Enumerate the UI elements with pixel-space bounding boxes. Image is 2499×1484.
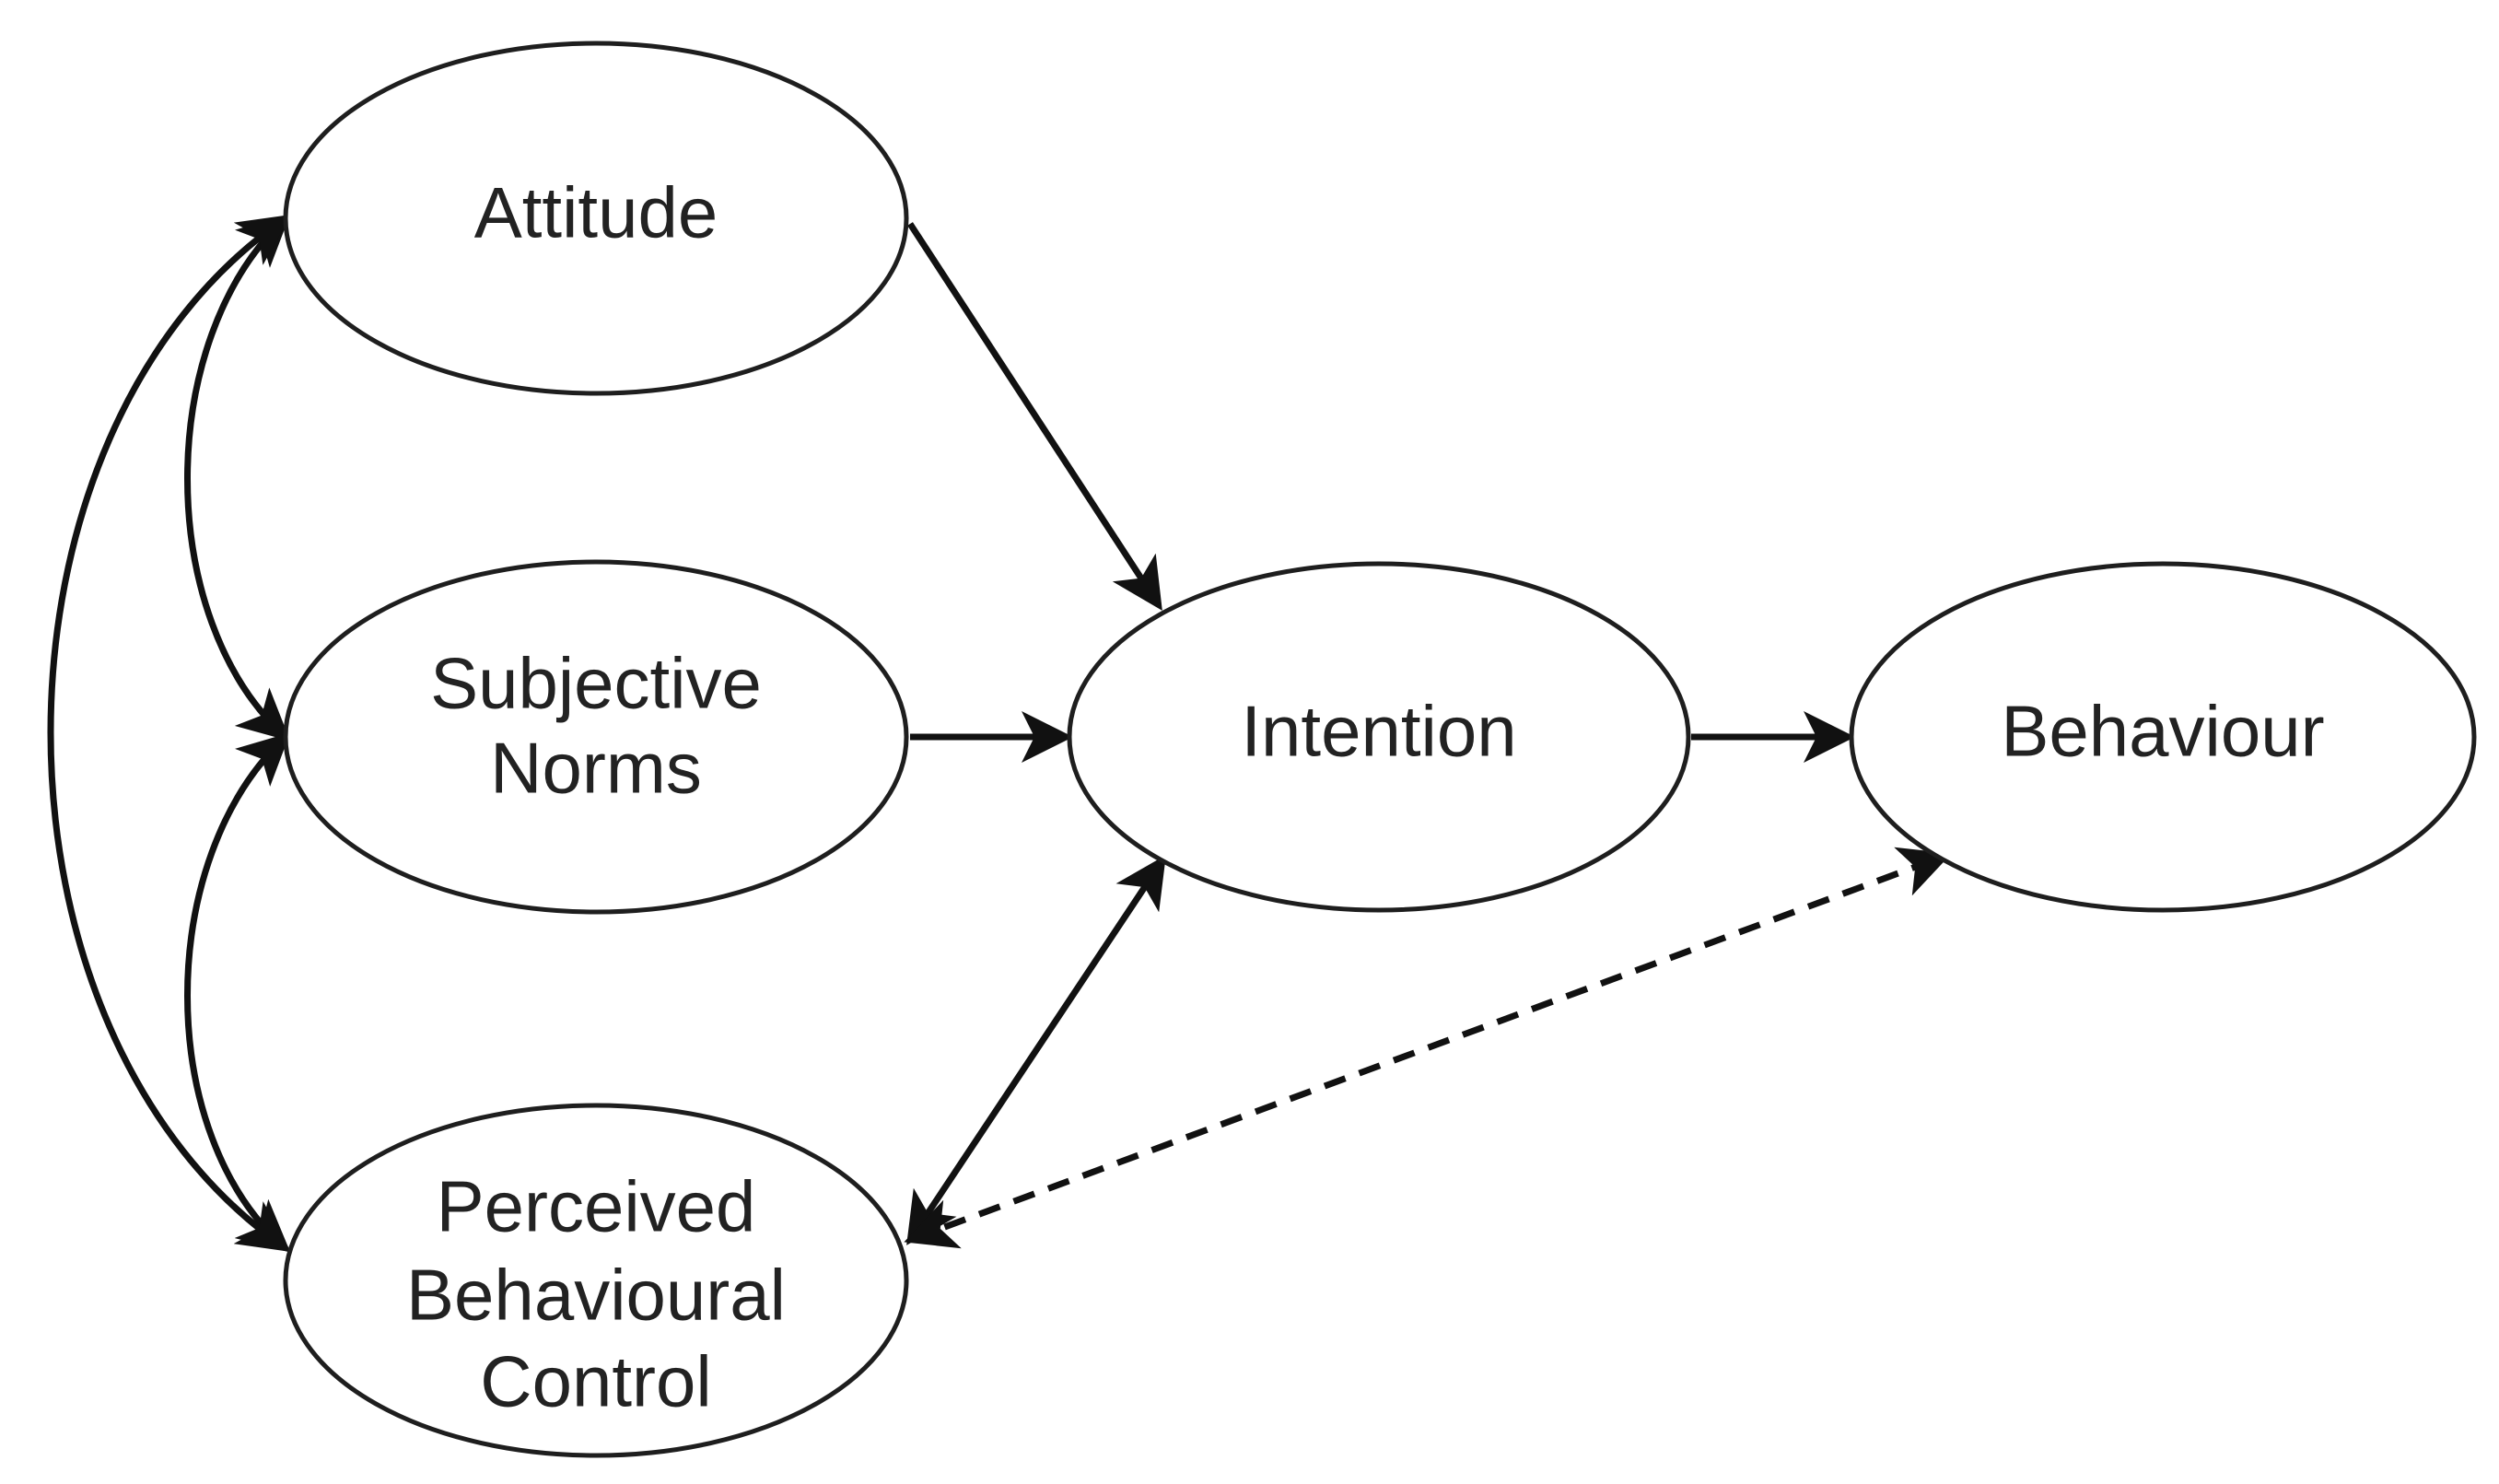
edge-pbc-to-behaviour-dashed <box>904 847 1952 1249</box>
edge-attitude-pbc-correlation <box>47 215 291 1252</box>
node-behaviour-label: Behaviour <box>2001 691 2324 772</box>
node-behaviour: Behaviour <box>1849 561 2477 913</box>
node-subjective-norms: Subjective Norms <box>283 559 909 915</box>
edge-attitude-to-intention <box>907 222 1162 611</box>
node-subjective-norms-shape <box>283 559 909 915</box>
node-behaviour-shape <box>1849 561 2477 913</box>
node-intention: Intention <box>1067 561 1691 913</box>
edge-pbc-to-intention <box>906 855 1166 1245</box>
node-pbc-label-line3: Control <box>480 1341 711 1422</box>
node-pbc-label-line1: Perceived <box>437 1166 756 1247</box>
node-intention-shape <box>1067 561 1691 913</box>
node-pbc-label-line2: Behavioural <box>406 1255 786 1336</box>
node-subjective-norms-label-line1: Subjective <box>430 643 762 724</box>
edges-layer <box>47 214 1952 1253</box>
node-attitude: Attitude <box>283 41 909 396</box>
node-intention-label: Intention <box>1241 691 1516 772</box>
node-attitude-label: Attitude <box>474 172 718 253</box>
node-perceived-behavioural-control: Perceived Behavioural Control <box>283 1103 909 1458</box>
node-subjective-norms-label-line2: Norms <box>490 728 702 809</box>
node-pbc-shape <box>283 1103 909 1458</box>
node-attitude-shape <box>283 41 909 396</box>
